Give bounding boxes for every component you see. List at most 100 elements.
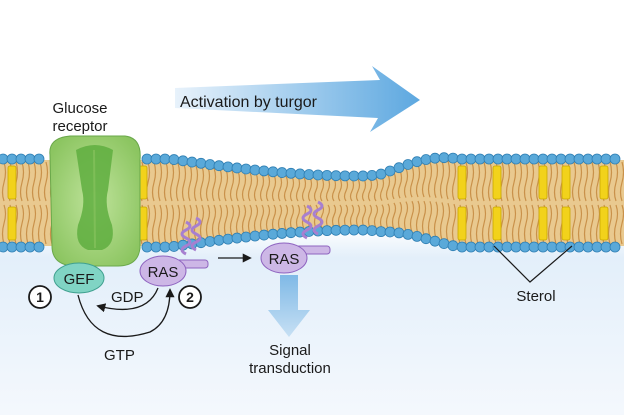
lipid-tail	[613, 204, 619, 245]
lipid-tail	[571, 161, 577, 202]
lipid-tail	[247, 172, 253, 202]
lipid-head-top	[231, 162, 243, 174]
lipid-tail	[475, 204, 481, 245]
lipid-tail	[505, 204, 511, 245]
lipid-tail	[181, 163, 187, 202]
lipid-tail	[523, 161, 529, 202]
lipid-tail	[451, 203, 457, 244]
lipid-tail	[469, 161, 475, 202]
lipid-heads	[0, 152, 621, 253]
lipid-tail	[217, 168, 223, 202]
lipid-tail	[349, 204, 355, 228]
lipid-tail	[367, 178, 373, 202]
lipid-tail	[403, 201, 409, 232]
lipid-tail	[331, 204, 337, 228]
lipid-head-top	[492, 153, 504, 165]
lipid-head-top	[141, 153, 153, 165]
lipid-tail	[325, 204, 331, 228]
lipid-head-bottom	[510, 241, 522, 253]
lipid-head-bottom	[141, 241, 153, 253]
lipid-tail	[175, 204, 181, 244]
lipid-tail	[43, 204, 49, 245]
ras-right	[260, 242, 308, 274]
lipid-head-top	[168, 154, 180, 165]
sterol-top	[561, 165, 571, 200]
lipid-head-top	[15, 153, 27, 165]
lipid-head-bottom	[240, 231, 252, 243]
lipid-head-bottom	[33, 241, 45, 253]
lipid-tail	[277, 175, 283, 202]
lipid-tail	[343, 178, 349, 202]
lipid-head-bottom	[285, 227, 297, 239]
lipid-tail	[517, 161, 523, 202]
lipid-tail	[313, 177, 319, 202]
lipid-head-top	[402, 159, 414, 170]
lipid-head-top	[375, 168, 387, 180]
lipid-tail	[265, 174, 271, 202]
lipid-tail	[409, 165, 415, 198]
lipid-head-bottom	[384, 226, 396, 238]
lipid-tail	[373, 204, 379, 229]
lipid-tail	[583, 161, 589, 202]
lipid-head-top	[240, 163, 252, 175]
sterol-top	[538, 165, 548, 200]
lipid-tail	[391, 172, 397, 200]
lipid-tail	[607, 204, 613, 245]
lipid-head-top	[321, 169, 333, 181]
lipid-tail	[385, 174, 391, 201]
lipid-head-top	[348, 170, 360, 182]
lipid-tail	[355, 204, 361, 228]
lipid-tail	[547, 161, 553, 202]
lipid-tail	[25, 204, 31, 245]
lipid-head-top	[465, 153, 477, 165]
lipid-head-top	[510, 153, 522, 165]
step-2-badge	[178, 285, 202, 309]
lipid-tail	[283, 204, 289, 231]
lipid-head-top	[213, 160, 225, 172]
lipid-head-top	[456, 153, 468, 165]
lipid-head-top	[564, 153, 576, 165]
lipid-head-bottom	[546, 241, 558, 253]
lipid-head-bottom	[447, 240, 459, 252]
lipid-tail	[577, 161, 583, 202]
lipid-tail	[169, 162, 175, 202]
lipid-tail	[427, 161, 433, 198]
lipid-head-top	[384, 165, 396, 177]
lipid-tail	[511, 161, 517, 202]
lipid-head-top	[339, 170, 351, 182]
lipid-tail	[325, 178, 331, 202]
lipid-tail	[343, 204, 349, 228]
lipid-tail	[271, 204, 277, 232]
lipid-tail	[205, 204, 211, 239]
gdp-label: GDP	[111, 289, 144, 306]
lipid-head-bottom	[366, 225, 378, 236]
lipid-tail	[37, 161, 43, 202]
lipid-tail	[355, 178, 361, 202]
lipid-head-top	[537, 153, 549, 165]
sterol-bottom	[457, 206, 467, 241]
lipid-head-top	[420, 154, 432, 165]
lipid-tail	[1, 204, 7, 245]
lipid-tail	[31, 161, 37, 202]
lipid-tail	[427, 201, 433, 237]
lipid-head-top	[276, 167, 288, 178]
lipid-tail	[409, 200, 415, 233]
lipid-tail	[397, 170, 403, 199]
lipid-head-bottom	[519, 241, 531, 253]
lipid-tail	[259, 204, 265, 233]
lipid-tail	[217, 204, 223, 238]
gef-label: GEF	[64, 271, 95, 288]
sterol-bottom	[7, 206, 17, 241]
lipid-tail	[589, 204, 595, 245]
lipid-tail	[199, 204, 205, 240]
lipid-head-bottom	[393, 227, 405, 239]
lipid-tail	[361, 178, 367, 202]
lipid-tail	[223, 204, 229, 237]
lipid-head-bottom	[213, 234, 225, 246]
lipid-head-bottom	[339, 224, 351, 236]
lipid-head-bottom	[150, 241, 162, 253]
lipid-head-top	[150, 153, 162, 165]
lipid-head-top	[519, 153, 531, 165]
lipid-head-bottom	[249, 230, 261, 242]
lipid-head-bottom	[222, 233, 234, 245]
